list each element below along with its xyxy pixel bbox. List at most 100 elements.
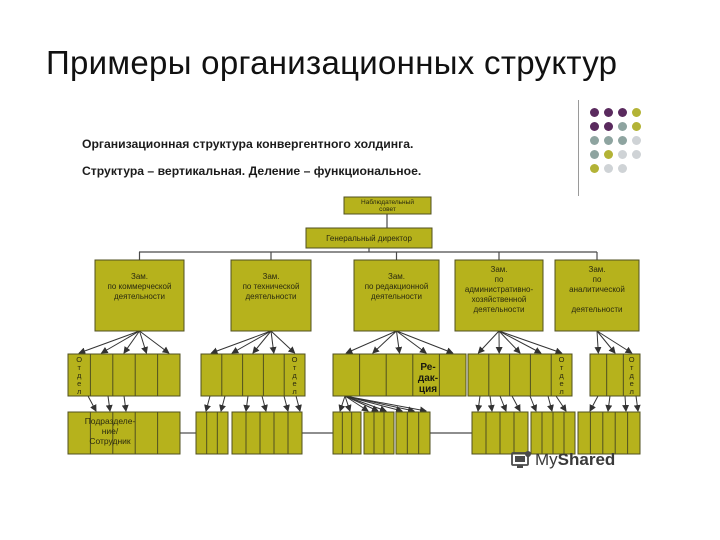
deputy-analytic-label: Зам. <box>588 265 605 274</box>
subdivision-group-box <box>395 411 431 455</box>
decor-dot <box>618 136 627 145</box>
deputy-editorial-label: по редакционной <box>365 282 429 291</box>
otdel-label: О <box>292 355 298 364</box>
deputy-analytic-box <box>554 259 640 332</box>
deputy-commercial-label: деятельности <box>114 292 165 301</box>
connector-arrow <box>78 330 140 355</box>
connector-arrow <box>498 330 563 355</box>
subdivision-label: Сотрудник <box>89 436 131 446</box>
connector-arrow <box>123 330 140 354</box>
subdivision-group-box <box>332 411 362 455</box>
connector-arrow <box>372 330 397 354</box>
connector-arrow <box>344 395 369 412</box>
connector-arrow <box>139 330 170 354</box>
decor-dot <box>618 164 627 173</box>
otdel-label: т <box>77 363 81 372</box>
otdel-label: л <box>559 387 563 396</box>
deputy-analytic-label: по <box>593 275 602 284</box>
decor-dot <box>604 150 613 159</box>
decor-dot <box>632 150 641 159</box>
connector-arrow <box>395 330 403 354</box>
otdel-label: т <box>293 363 297 372</box>
connector-arrow <box>283 395 290 412</box>
otdel-label: л <box>629 387 633 396</box>
connector-arrow <box>477 330 500 354</box>
caption-line-2: Структура – вертикальная. Деление – функ… <box>82 164 422 178</box>
connector-arrow <box>338 395 346 412</box>
decor-dot <box>604 122 613 131</box>
otdel-label: е <box>293 379 297 388</box>
connector-arrow <box>396 330 427 354</box>
otdel-label: т <box>630 363 634 372</box>
connector-arrow <box>344 395 387 413</box>
otdel-label: л <box>292 387 296 396</box>
redaktsiya-label: дак- <box>418 373 438 384</box>
decor-dot <box>632 108 641 117</box>
decor-dot <box>590 164 599 173</box>
connector-arrow <box>100 330 140 354</box>
subdivision-group-box <box>195 411 229 455</box>
otdel-label: т <box>560 363 564 372</box>
connector-arrow <box>633 395 641 412</box>
otdel-label: д <box>77 371 82 380</box>
connector-arrow <box>243 395 251 412</box>
deputy-admin-box <box>454 259 544 332</box>
otdel-label: О <box>76 355 82 364</box>
connector-arrow <box>589 395 599 412</box>
connector-arrow <box>295 395 302 412</box>
deputy-technical-box <box>230 259 312 332</box>
connector-arrow <box>622 395 630 412</box>
otdel-label: е <box>560 379 564 388</box>
deputy-editorial-label: Зам. <box>388 272 405 281</box>
decor-dot <box>632 136 641 145</box>
subdivision-group-box <box>67 411 181 455</box>
department-group-box <box>467 353 573 397</box>
deputy-admin-label: хозяйственной <box>472 295 527 304</box>
decor-dot <box>590 122 599 131</box>
connector-arrow <box>219 395 226 412</box>
connector-arrow <box>139 330 148 354</box>
decor-dot <box>590 136 599 145</box>
otdel-label: е <box>77 379 81 388</box>
deputy-editorial-box <box>353 259 440 332</box>
connector-arrow <box>210 330 272 355</box>
deputy-commercial-box <box>94 259 185 332</box>
connector-arrow <box>498 330 521 354</box>
subdivision-label: Подразделе- <box>85 416 136 426</box>
connector-arrow <box>105 395 113 412</box>
otdel-label: д <box>629 371 634 380</box>
otdel-label: д <box>292 371 297 380</box>
otdel-label: О <box>559 355 565 364</box>
department-group-box <box>200 353 306 397</box>
board-label: совет <box>379 206 396 213</box>
connector-arrow <box>487 395 495 412</box>
deputy-admin-label: по <box>495 275 504 284</box>
connector-arrow <box>596 330 633 354</box>
ceo-label: Генеральный директор <box>326 234 412 243</box>
connector-arrow <box>231 330 272 354</box>
myshared-logo-icon <box>510 450 532 470</box>
watermark-text: MyShared <box>535 450 616 469</box>
connector-arrow <box>605 395 613 412</box>
deputy-admin-label: деятельности <box>473 305 524 314</box>
connector-arrow <box>261 395 268 412</box>
ceo-box <box>305 227 433 249</box>
connector-arrow <box>547 395 554 412</box>
decor-dot <box>618 122 627 131</box>
otdel-label: е <box>630 379 634 388</box>
connector-arrow <box>396 330 454 355</box>
department-group-box <box>332 353 467 397</box>
deputy-analytic-label: аналитической <box>569 285 625 294</box>
redaktsiya-label: ция <box>419 384 437 395</box>
department-group-box <box>67 353 181 397</box>
connector-arrow <box>499 395 508 412</box>
connector-arrow <box>204 395 211 412</box>
connector-arrow <box>555 395 567 412</box>
deputy-technical-label: деятельности <box>245 292 296 301</box>
decor-dot <box>604 108 613 117</box>
otdel-label: О <box>629 355 635 364</box>
connector-arrow <box>270 330 296 354</box>
redaktsiya-label: Ре- <box>420 362 435 373</box>
decor-dot <box>632 122 641 131</box>
